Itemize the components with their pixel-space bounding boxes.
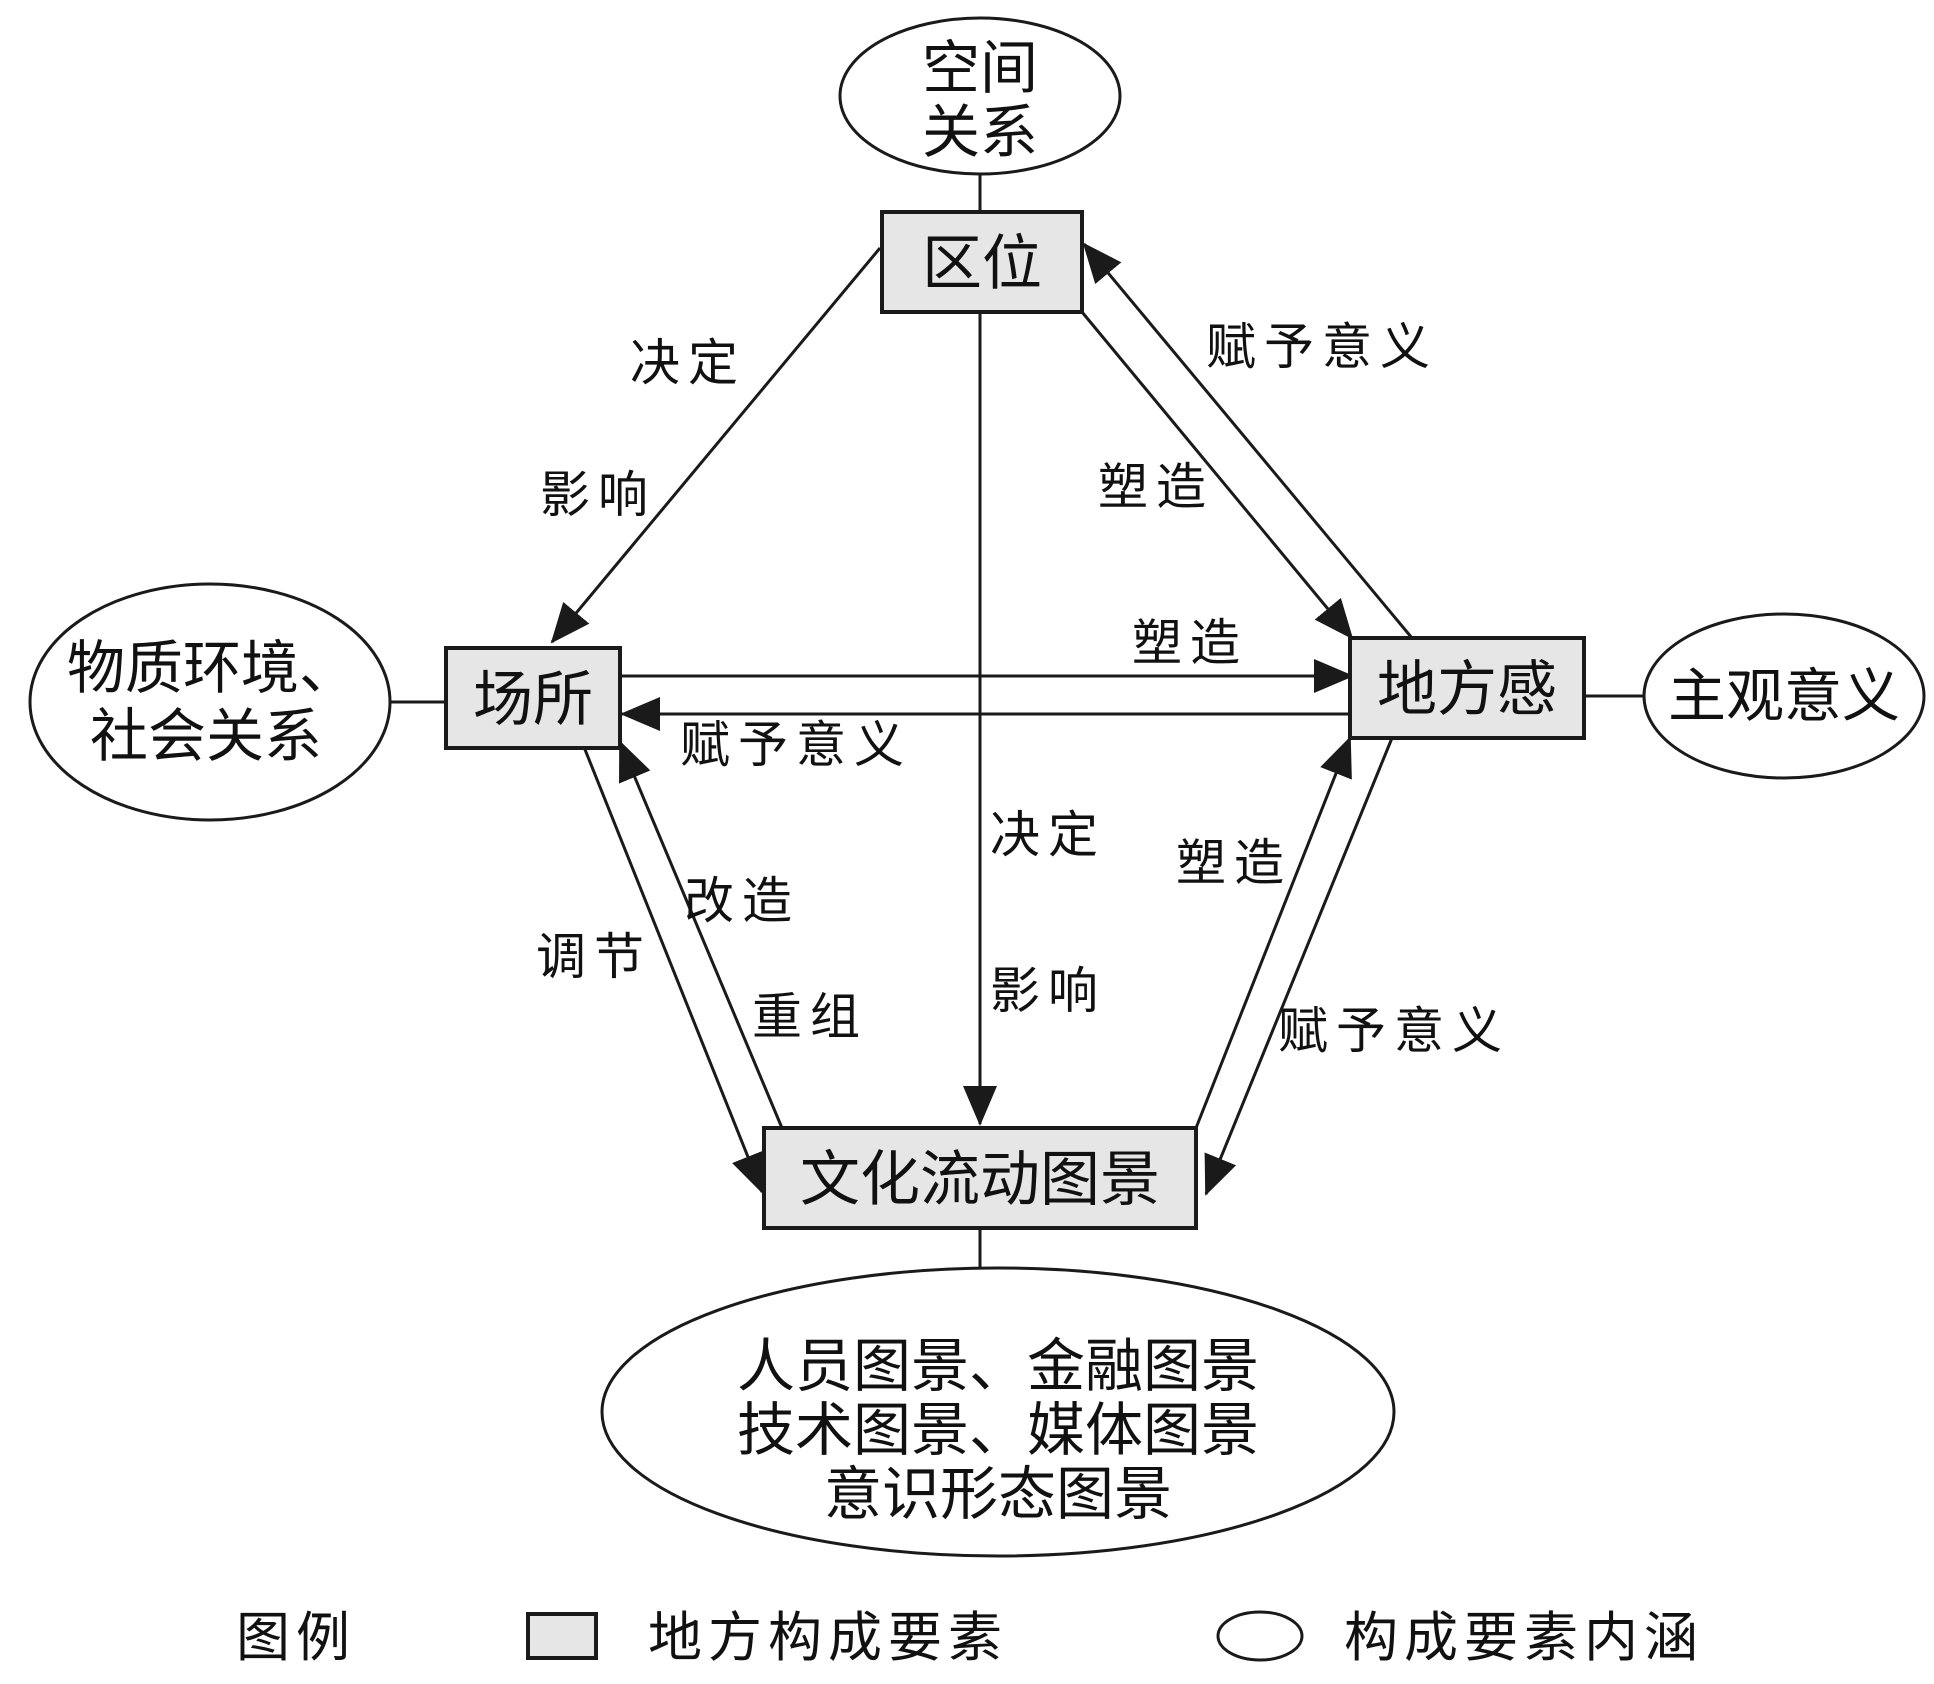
oval-scapes-line3: 意识形态图景 bbox=[824, 1460, 1172, 1528]
edge-location-place bbox=[550, 247, 882, 644]
legend-oval-swatch bbox=[1216, 1610, 1304, 1662]
edge-sense-location bbox=[1082, 242, 1414, 639]
label-sense-place: 赋予意义 bbox=[680, 716, 912, 774]
node-sense-label: 地方感 bbox=[1377, 655, 1557, 725]
node-location-label: 区位 bbox=[922, 229, 1042, 299]
label-sense-scapes: 赋予意义 bbox=[1278, 1002, 1510, 1060]
node-scapes-label: 文化流动图景 bbox=[800, 1145, 1160, 1215]
oval-scapes-line1: 人员图景、金融图景 bbox=[737, 1332, 1259, 1400]
legend-oval-label: 构成要素内涵 bbox=[1344, 1606, 1704, 1669]
legend-box-label: 地方构成要素 bbox=[648, 1606, 1008, 1669]
oval-subjective-meaning bbox=[1642, 612, 1926, 780]
oval-scapes-detail bbox=[600, 1266, 1396, 1558]
label-scapes-place-1: 改造 bbox=[684, 872, 800, 930]
label-location-sense: 塑造 bbox=[1098, 458, 1214, 516]
oval-material-line1: 物质环境、 bbox=[67, 634, 357, 702]
label-location-scapes-1: 决定 bbox=[990, 806, 1106, 864]
node-location bbox=[880, 210, 1084, 314]
edge-place-scapes bbox=[580, 741, 764, 1194]
oval-spatial-line2: 关系 bbox=[922, 98, 1038, 166]
label-location-scapes-2: 影响 bbox=[990, 962, 1106, 1020]
edge-sense-scapes bbox=[1204, 737, 1394, 1196]
label-location-place-2: 影响 bbox=[540, 466, 656, 524]
legend-title: 图例 bbox=[236, 1606, 356, 1669]
node-sense bbox=[1348, 636, 1586, 740]
oval-material-env bbox=[28, 582, 392, 822]
edge-scapes-sense bbox=[1194, 736, 1352, 1129]
node-place-label: 场所 bbox=[473, 665, 593, 735]
label-scapes-place-2: 重组 bbox=[752, 988, 868, 1046]
label-place-sense: 塑造 bbox=[1132, 614, 1248, 672]
label-location-place-1: 决定 bbox=[630, 334, 746, 392]
oval-spatial-line1: 空间 bbox=[922, 34, 1038, 102]
label-sense-location: 赋予意义 bbox=[1206, 318, 1438, 376]
oval-subjective-label: 主观意义 bbox=[1668, 662, 1900, 730]
edge-scapes-place bbox=[618, 740, 784, 1129]
node-scapes bbox=[762, 1126, 1198, 1230]
label-place-scapes: 调节 bbox=[536, 928, 652, 986]
legend-box-swatch bbox=[526, 1612, 598, 1660]
oval-spatial-relations bbox=[838, 16, 1122, 176]
node-place bbox=[444, 646, 622, 750]
oval-scapes-line2: 技术图景、媒体图景 bbox=[737, 1396, 1259, 1464]
edge-location-sense bbox=[1080, 311, 1354, 640]
oval-material-line2: 社会关系 bbox=[90, 702, 322, 770]
label-scapes-sense: 塑造 bbox=[1176, 834, 1292, 892]
